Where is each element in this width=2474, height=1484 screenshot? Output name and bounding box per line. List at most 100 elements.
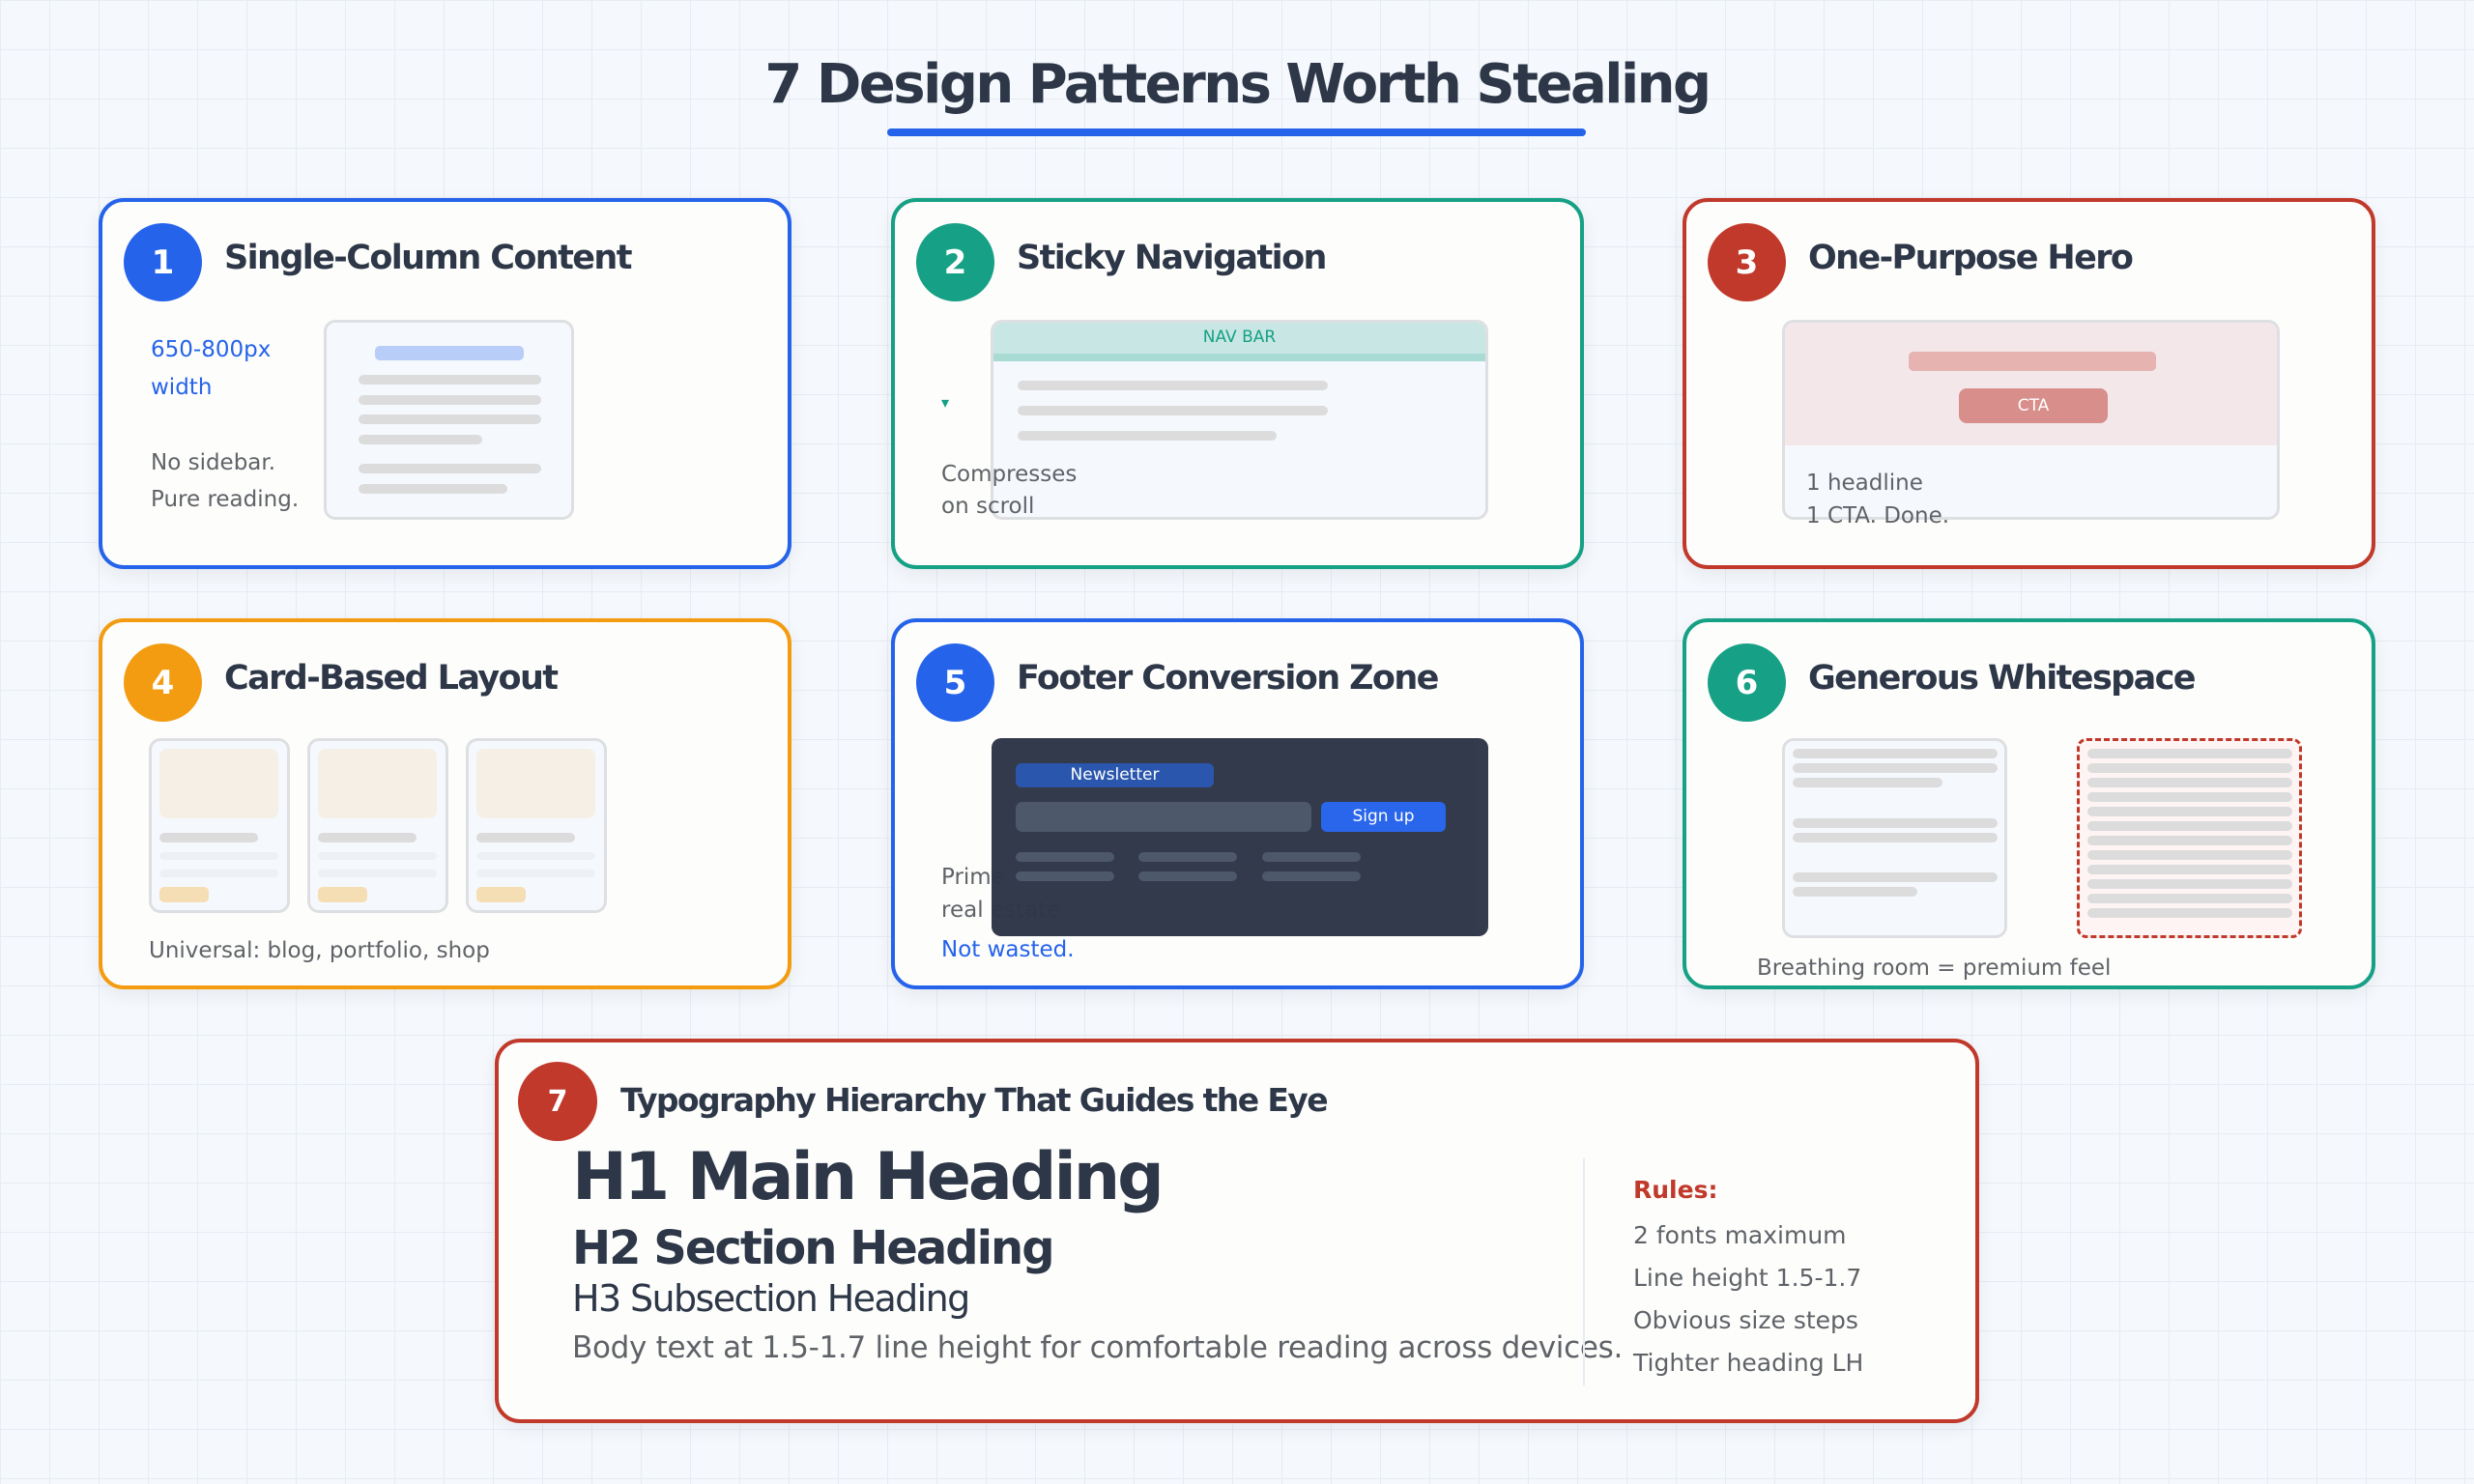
rules-divider <box>1583 1158 1585 1385</box>
mock-line <box>359 375 541 385</box>
mock-line <box>2087 792 2292 802</box>
mini-card-line <box>159 852 278 860</box>
mock-line <box>359 395 541 405</box>
mock-line <box>359 435 482 444</box>
mini-card-line <box>476 870 595 877</box>
mock-line <box>359 414 541 424</box>
pattern-card-one-purpose-hero: 3 One-Purpose Hero CTA 1 headline 1 CTA.… <box>1683 198 2375 569</box>
pattern-card-sticky-navigation: 2 Sticky Navigation ▾ NAV BAR Compresses… <box>891 198 1584 569</box>
note-no-sidebar: No sidebar. <box>151 450 276 475</box>
note-width-label: width <box>151 375 213 400</box>
mock-line <box>2087 865 2292 874</box>
mini-card-title <box>159 833 258 842</box>
mini-card-line <box>476 852 595 860</box>
mini-card-image <box>318 749 437 818</box>
h2-sample: H2 Section Heading <box>572 1221 1055 1275</box>
mock-line <box>1793 872 1998 882</box>
spacious-layout-mockup <box>1782 738 2007 938</box>
mock-line <box>1793 778 1942 787</box>
rule-item: 2 fonts maximum <box>1633 1221 1847 1249</box>
card-title: Card-Based Layout <box>224 659 559 698</box>
card-title: Generous Whitespace <box>1808 659 2197 698</box>
hero-mockup: CTA <box>1782 320 2280 520</box>
note-on-scroll: on scroll <box>941 494 1035 519</box>
mock-heading-bar <box>375 346 524 360</box>
title-underline <box>887 128 1586 136</box>
sticky-nav-mockup: NAV BAR <box>991 320 1488 520</box>
mock-line <box>2087 908 2292 918</box>
rule-item: Line height 1.5-1.7 <box>1633 1264 1862 1292</box>
mock-line <box>2087 821 2292 831</box>
pattern-card-single-column: 1 Single-Column Content 650-800px width … <box>99 198 791 569</box>
mock-line <box>2087 836 2292 845</box>
footer-mockup: Newsletter Sign up <box>992 738 1488 936</box>
mock-line <box>1793 749 1998 758</box>
body-text-sample: Body text at 1.5-1.7 line height for com… <box>572 1330 1623 1365</box>
number-badge: 3 <box>1708 223 1786 301</box>
card-title: Footer Conversion Zone <box>1017 659 1439 698</box>
card-title: One-Purpose Hero <box>1808 239 2134 277</box>
mock-line <box>2087 807 2292 816</box>
page-title: 7 Design Patterns Worth Stealing <box>764 53 1712 116</box>
mini-card-button <box>159 887 209 902</box>
mock-email-input <box>1016 802 1311 832</box>
number-badge: 5 <box>916 643 994 722</box>
mini-card-line <box>318 870 437 877</box>
card-title: Sticky Navigation <box>1017 239 1327 277</box>
mini-card-line <box>318 852 437 860</box>
cramped-layout-mockup <box>2077 738 2302 938</box>
mini-card-title <box>318 833 417 842</box>
mock-line <box>1018 406 1328 415</box>
mock-line <box>1018 381 1328 390</box>
mini-card-button <box>318 887 367 902</box>
mock-line <box>1793 887 1917 897</box>
mock-footer-link <box>1138 871 1237 881</box>
mock-line <box>359 464 541 473</box>
note-universal: Universal: blog, portfolio, shop <box>149 938 490 963</box>
h3-sample: H3 Subsection Heading <box>572 1277 970 1320</box>
number-badge: 2 <box>916 223 994 301</box>
pattern-card-footer-conversion: 5 Footer Conversion Zone Prime real esta… <box>891 618 1584 989</box>
mock-footer-link <box>1262 871 1361 881</box>
rule-item: Obvious size steps <box>1633 1306 1858 1334</box>
mock-hero-area <box>1785 323 2277 445</box>
pattern-card-card-based-layout: 4 Card-Based Layout Universal: blog, por… <box>99 618 791 989</box>
mock-sign-up-button: Sign up <box>1321 802 1446 832</box>
number-badge: 1 <box>124 223 202 301</box>
pattern-card-generous-whitespace: 6 Generous Whitespace Breathing room = p… <box>1683 618 2375 989</box>
mock-headline-bar <box>1909 352 2156 371</box>
mock-footer-link <box>1262 852 1361 862</box>
mock-line <box>2087 879 2292 889</box>
mock-footer-link <box>1016 852 1114 862</box>
note-one-headline: 1 headline <box>1806 471 1923 496</box>
mock-line <box>359 484 507 494</box>
number-badge: 6 <box>1708 643 1786 722</box>
mock-newsletter-label: Newsletter <box>1016 763 1214 787</box>
mock-line <box>2087 850 2292 860</box>
note-width: 650-800px <box>151 337 272 362</box>
mock-cta-button: CTA <box>1959 388 2108 423</box>
mini-card-button <box>476 887 526 902</box>
note-compresses: Compresses <box>941 462 1078 487</box>
card-title: Single-Column Content <box>224 239 632 277</box>
number-badge: 7 <box>518 1062 597 1141</box>
mini-card <box>307 738 448 913</box>
number-badge: 4 <box>124 643 202 722</box>
rule-item: Tighter heading LH <box>1633 1349 1864 1377</box>
mock-nav-bar: NAV BAR <box>993 323 1485 361</box>
h1-sample: H1 Main Heading <box>572 1139 1165 1215</box>
mini-card <box>149 738 290 913</box>
mock-line <box>2087 894 2292 903</box>
mock-line <box>2087 778 2292 787</box>
mini-card-image <box>476 749 595 818</box>
mock-line <box>1793 818 1998 828</box>
mini-card-line <box>159 870 278 877</box>
mock-footer-link <box>1138 852 1237 862</box>
mock-line <box>2087 749 2292 758</box>
mock-line <box>1793 763 1998 773</box>
scroll-down-indicator-icon: ▾ <box>941 393 950 412</box>
mock-footer-link <box>1016 871 1114 881</box>
rules-title: Rules: <box>1633 1176 1718 1204</box>
mini-card <box>466 738 607 913</box>
mini-card-image <box>159 749 278 818</box>
